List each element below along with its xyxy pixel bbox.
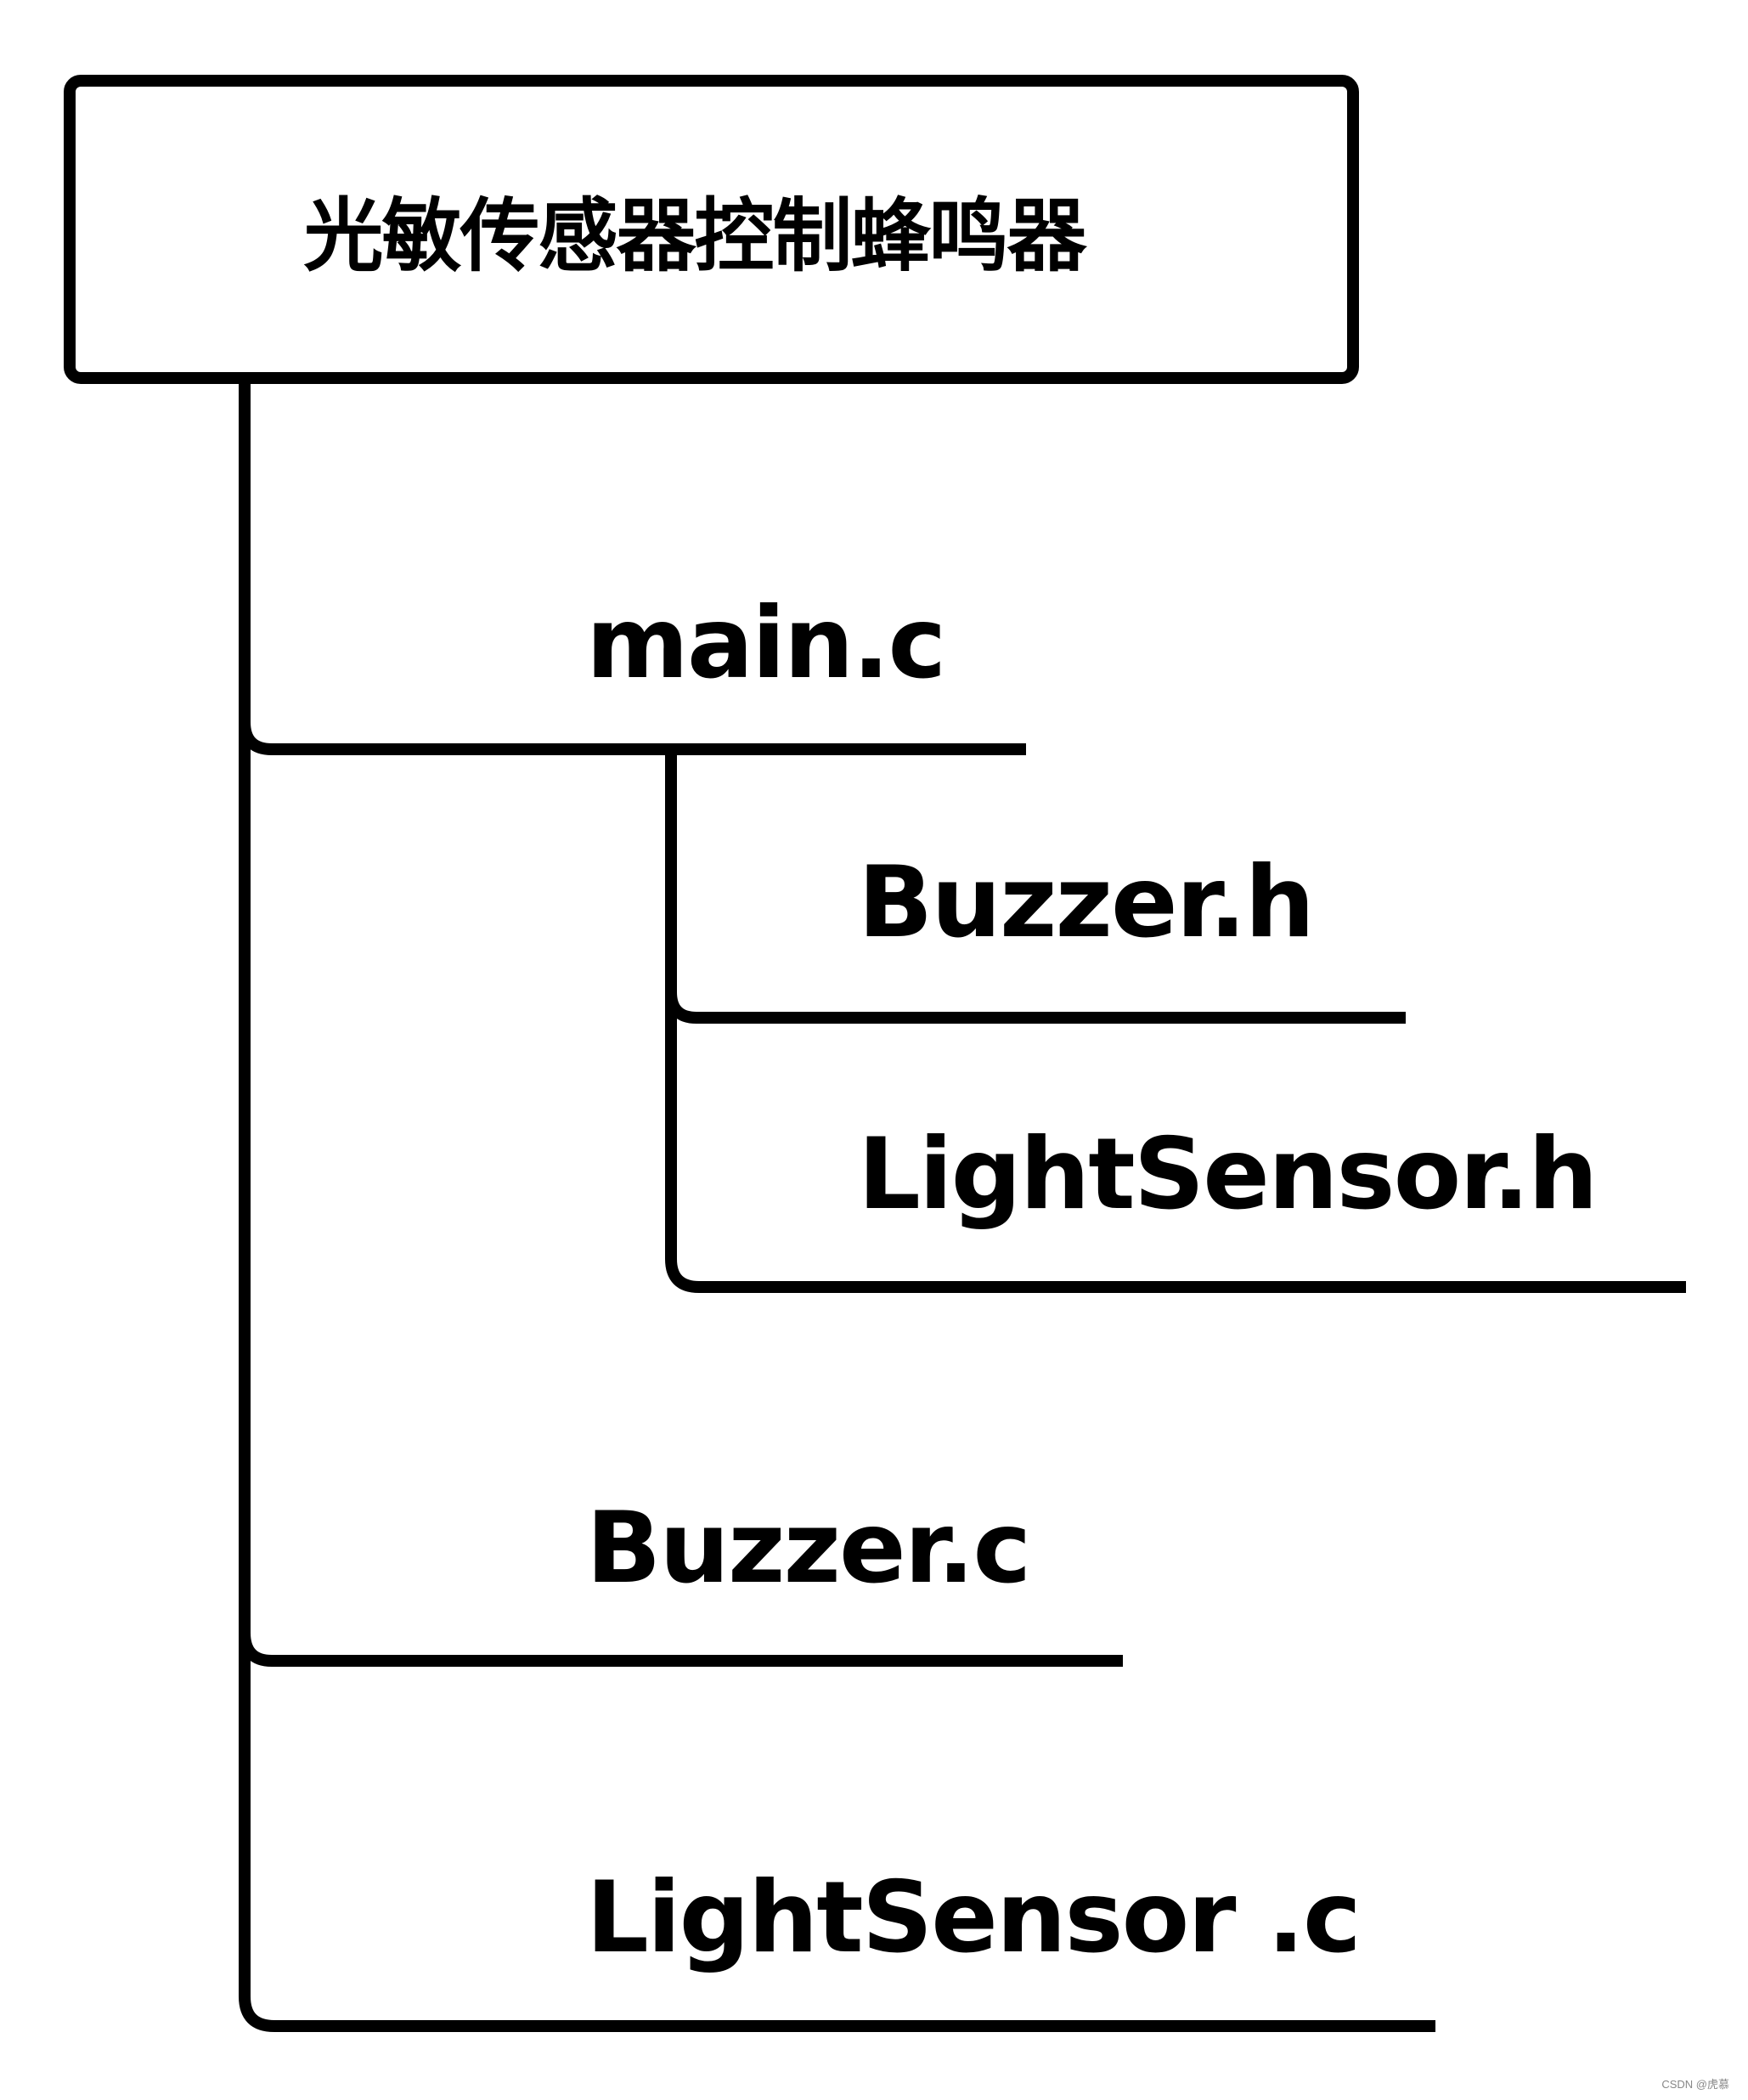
branch-line-buzzer-h (665, 991, 1406, 1024)
node-lightsensor-h: LightSensor.h (858, 1117, 1599, 1232)
node-lightsensor-c: LightSensor .c (586, 1860, 1362, 1975)
node-main-c: main.c (586, 586, 946, 701)
trunk-line-main (239, 372, 1435, 2032)
branch-line-main-c (239, 721, 1026, 755)
root-node-box: 光敏传感器控制蜂鸣器 (64, 75, 1359, 384)
branch-line-buzzer-c (239, 1632, 1123, 1667)
node-buzzer-h: Buzzer.h (858, 845, 1315, 960)
watermark: CSDN @虎慕 (1661, 2078, 1729, 2091)
root-node-title: 光敏传感器控制蜂鸣器 (303, 190, 1086, 283)
node-buzzer-c: Buzzer.c (586, 1491, 1031, 1606)
subtrunk-line (665, 749, 1686, 1293)
